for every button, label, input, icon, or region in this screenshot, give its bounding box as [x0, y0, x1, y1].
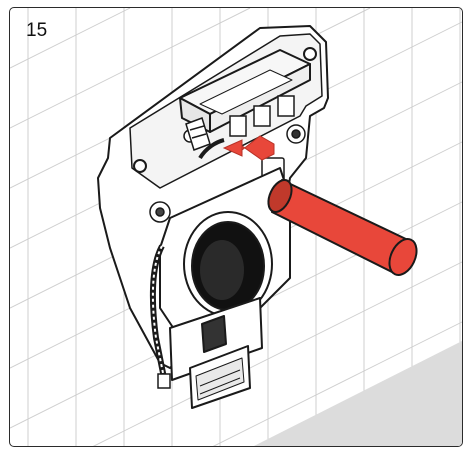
cable-icon — [149, 138, 225, 389]
connector — [185, 117, 211, 151]
control-box — [179, 49, 311, 133]
red-tube-icon — [267, 179, 418, 276]
floor — [253, 341, 462, 446]
step-number: 15 — [26, 20, 48, 41]
instruction-frame: 15 — [9, 7, 463, 447]
bottom-bracket — [169, 297, 263, 409]
screw-icon — [149, 129, 197, 223]
assembly-illustration — [10, 8, 462, 446]
fan-housing — [159, 167, 291, 339]
red-arrow-icon — [222, 135, 275, 161]
